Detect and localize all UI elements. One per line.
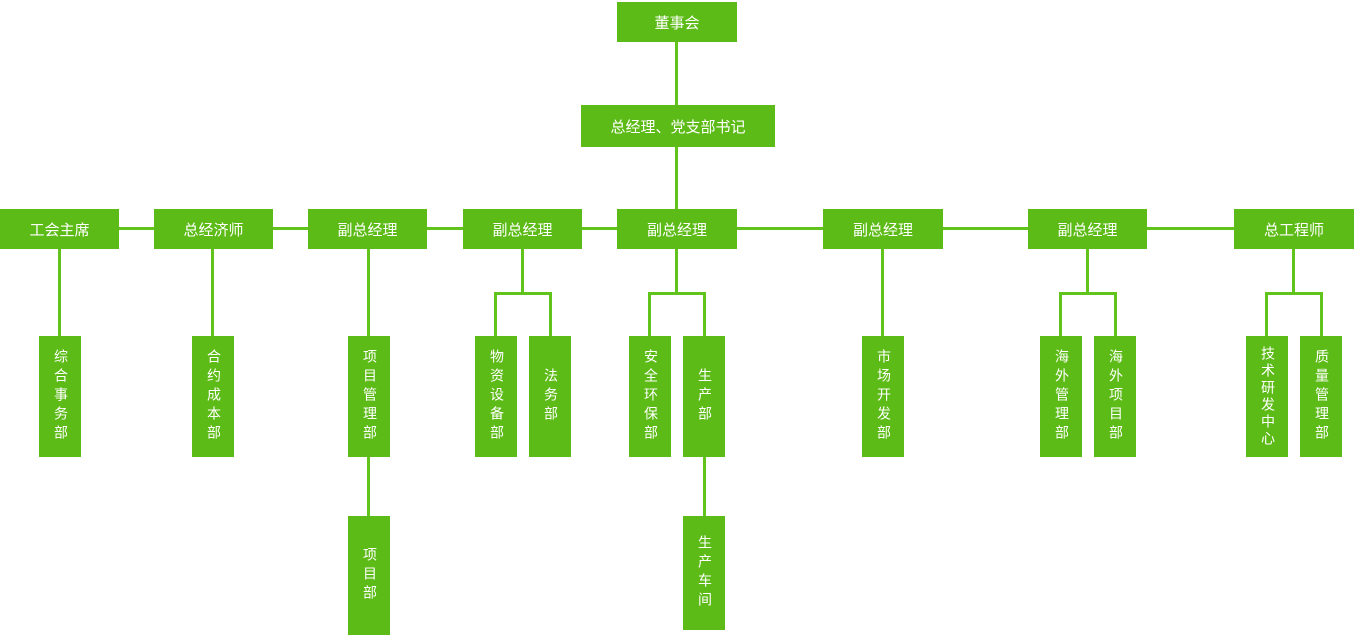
node-deputy-gm-2[interactable]: 副总经理 [463, 209, 582, 249]
connector-row3-seg1 [119, 227, 154, 230]
node-production-dept[interactable]: 生产部 [683, 336, 725, 457]
connector-dgm3-bar [648, 292, 706, 295]
connector-row3-seg7 [1147, 227, 1234, 230]
connector-board-gm [675, 42, 678, 105]
connector-dgm5-bar [1059, 292, 1117, 295]
connector-projectmgmt-projectdept [367, 457, 370, 516]
node-deputy-gm-4[interactable]: 副总经理 [823, 209, 943, 249]
connector-dgm2-stem [521, 249, 524, 295]
connector-dgm3-stem [675, 249, 678, 295]
node-safety-environment-dept[interactable]: 安全环保部 [629, 336, 671, 457]
connector-economist-contractcost [211, 249, 214, 336]
connector-row3-seg6 [943, 227, 1028, 230]
node-general-manager[interactable]: 总经理、党支部书记 [581, 105, 775, 147]
connector-drop-legal [549, 295, 552, 336]
connector-chiefeng-bar [1265, 292, 1323, 295]
node-deputy-gm-3[interactable]: 副总经理 [617, 209, 737, 249]
connector-dgm2-bar [494, 292, 552, 295]
node-general-affairs-dept[interactable]: 综合事务部 [39, 336, 81, 457]
node-project-dept[interactable]: 项目部 [348, 516, 390, 635]
node-union-chairman[interactable]: 工会主席 [0, 209, 119, 249]
node-deputy-gm-1[interactable]: 副总经理 [308, 209, 427, 249]
connector-dgm5-stem [1086, 249, 1089, 295]
connector-row3-seg5 [737, 227, 823, 230]
node-overseas-project-dept[interactable]: 海外项目部 [1094, 336, 1136, 457]
connector-row3-seg4 [582, 227, 617, 230]
node-tech-rd-center[interactable]: 技术研发中心 [1246, 336, 1288, 457]
node-production-workshop[interactable]: 生产车间 [683, 516, 725, 630]
node-materials-equipment-dept[interactable]: 物资设备部 [475, 336, 517, 457]
node-chief-economist[interactable]: 总经济师 [154, 209, 273, 249]
node-quality-management-dept[interactable]: 质量管理部 [1300, 336, 1342, 457]
node-project-management-dept[interactable]: 项目管理部 [348, 336, 390, 457]
node-legal-dept[interactable]: 法务部 [529, 336, 571, 457]
node-contract-cost-dept[interactable]: 合约成本部 [192, 336, 234, 457]
node-market-development-dept[interactable]: 市场开发部 [862, 336, 904, 457]
connector-drop-safety [648, 295, 651, 336]
connector-drop-overseasmgmt [1059, 295, 1062, 336]
connector-gm-row3 [675, 147, 678, 209]
node-deputy-gm-5[interactable]: 副总经理 [1028, 209, 1147, 249]
node-chief-engineer[interactable]: 总工程师 [1234, 209, 1354, 249]
connector-dgm4-marketdev [881, 249, 884, 336]
connector-drop-techrd [1265, 295, 1268, 336]
connector-chiefeng-stem [1292, 249, 1295, 295]
connector-row3-seg3 [427, 227, 463, 230]
connector-drop-production [703, 295, 706, 336]
connector-drop-materials [494, 295, 497, 336]
connector-dgm1-projectmgmt [367, 249, 370, 336]
connector-drop-quality [1320, 295, 1323, 336]
connector-row3-seg2 [273, 227, 308, 230]
connector-union-generalaffairs [58, 249, 61, 336]
connector-production-workshop [703, 457, 706, 516]
connector-drop-overseasproj [1114, 295, 1117, 336]
node-board[interactable]: 董事会 [617, 2, 737, 42]
node-overseas-management-dept[interactable]: 海外管理部 [1040, 336, 1082, 457]
